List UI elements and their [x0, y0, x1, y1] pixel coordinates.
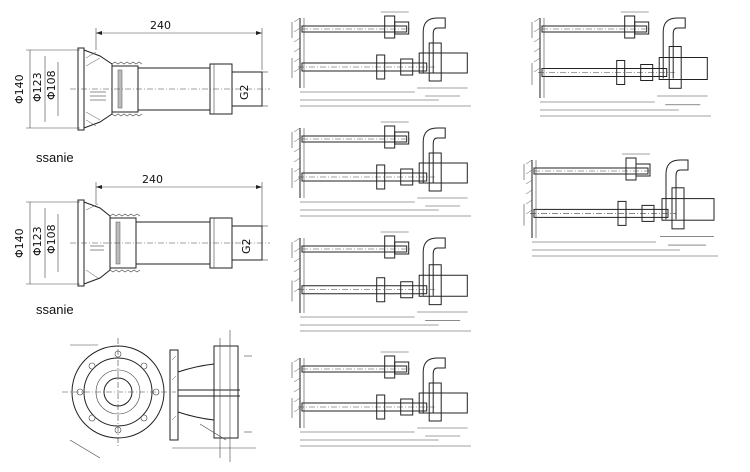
- inner-diameter-b: Φ108: [45, 224, 58, 254]
- pipe-assembly-drawing: [291, 11, 471, 107]
- pipe-assembly-drawing: [291, 121, 471, 217]
- fitting-drawing-a: 240 Φ140 Φ123 Φ108 G2: [13, 19, 270, 131]
- pipe-assembly-drawing: [291, 351, 471, 447]
- caption-b: ssanie: [36, 302, 74, 317]
- round-flange-drawing: [62, 330, 256, 462]
- outer-diameter-a: Φ140: [13, 74, 26, 104]
- caption-a: ssanie: [36, 150, 74, 165]
- middle-diameter-b: Φ123: [31, 226, 44, 256]
- middle-diameter-a: Φ123: [31, 72, 44, 102]
- pipe-assembly-drawing: [523, 153, 718, 257]
- pipe-assembly-drawing: [291, 231, 471, 332]
- assembly-drawings-right-column: [523, 11, 718, 257]
- length-dimension-b: 240: [142, 173, 163, 186]
- assembly-drawings-middle-column: [291, 11, 471, 447]
- length-dimension-a: 240: [150, 19, 171, 32]
- fitting-drawing-b: 240 Φ140 Φ123 Φ108 G2: [13, 173, 270, 287]
- thread-size-a: G2: [238, 84, 251, 100]
- thread-size-b: G2: [240, 238, 253, 254]
- outer-diameter-b: Φ140: [13, 228, 26, 258]
- pipe-assembly-drawing: [531, 11, 711, 117]
- inner-diameter-a: Φ108: [45, 70, 58, 100]
